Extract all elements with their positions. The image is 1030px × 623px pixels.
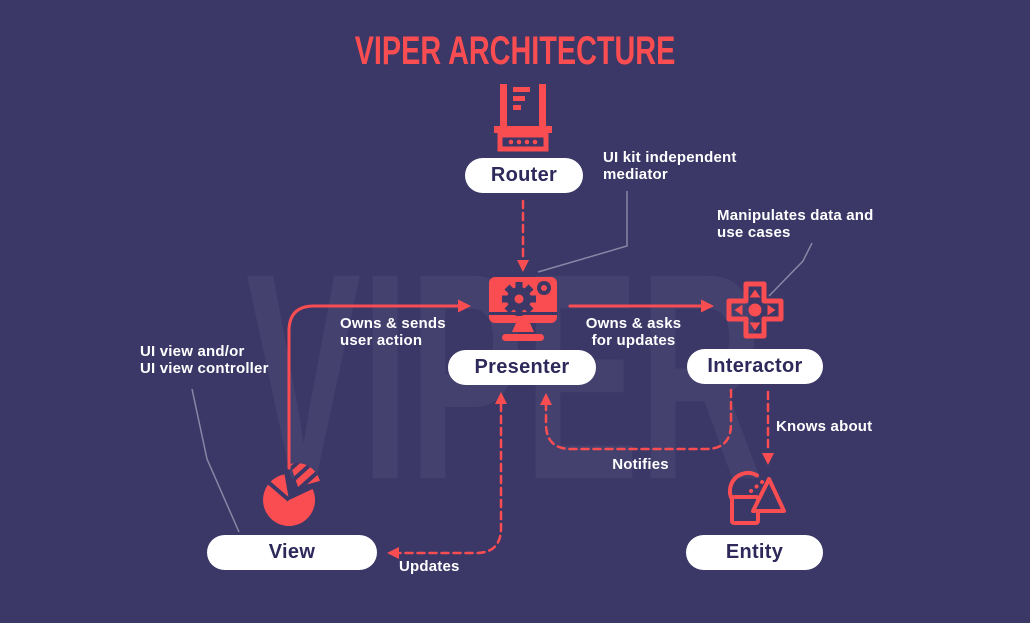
- monitor-gear-icon: [485, 277, 561, 348]
- view-annotation-line: [191, 388, 240, 533]
- edge-label-updates: Updates: [399, 558, 460, 575]
- arrow-interactor-to-presenter-notifies: [544, 388, 733, 451]
- entity-label: Entity: [725, 541, 784, 563]
- edge-label-notifies: Notifies: [612, 456, 669, 473]
- presenter-pill: Presenter: [448, 350, 596, 385]
- entity-pill: Entity: [686, 535, 823, 570]
- arrowhead-presenter-to-interactor: [701, 299, 714, 313]
- gear-glyph: [502, 282, 536, 316]
- interactor-label: Interactor: [707, 355, 803, 377]
- arrow-presenter-to-view-updates: [398, 402, 503, 555]
- router-annotation-text: UI kit independent mediator: [603, 149, 737, 183]
- arrowhead-knows-about: [762, 453, 774, 465]
- edge-label-owns-asks-for-updates: Owns & asks for updates: [585, 315, 682, 349]
- arrowhead-view-to-presenter: [458, 299, 471, 313]
- gamepad-dpad-icon: [724, 279, 786, 346]
- view-pill: View: [207, 535, 377, 570]
- arrowhead-updates-at-presenter: [495, 392, 507, 404]
- geometric-shapes-icon: [722, 467, 788, 538]
- arrowhead-router-to-presenter: [517, 260, 529, 272]
- edge-label-knows-about: Knows about: [776, 418, 873, 435]
- interactor-annotation-text: Manipulates data and use cases: [717, 207, 874, 241]
- arrowhead-updates-at-view: [387, 547, 399, 559]
- wifi-router-icon: [494, 80, 552, 157]
- router-label: Router: [490, 164, 558, 186]
- edge-label-owns-sends-user-action: Owns & sends user action: [340, 315, 446, 349]
- interactor-pill: Interactor: [687, 349, 823, 384]
- router-annotation-line: [537, 191, 628, 273]
- diagram-title: VIPER ARCHITECTURE: [354, 29, 676, 73]
- pie-chart-icon: [256, 461, 326, 536]
- interactor-annotation-line: [768, 242, 813, 297]
- router-pill: Router: [465, 158, 583, 193]
- arrow-view-to-presenter: [287, 304, 460, 470]
- view-annotation-text: UI view and/or UI view controller: [140, 343, 269, 377]
- presenter-label: Presenter: [474, 356, 570, 378]
- view-label: View: [268, 541, 316, 563]
- arrowhead-notifies: [540, 393, 552, 405]
